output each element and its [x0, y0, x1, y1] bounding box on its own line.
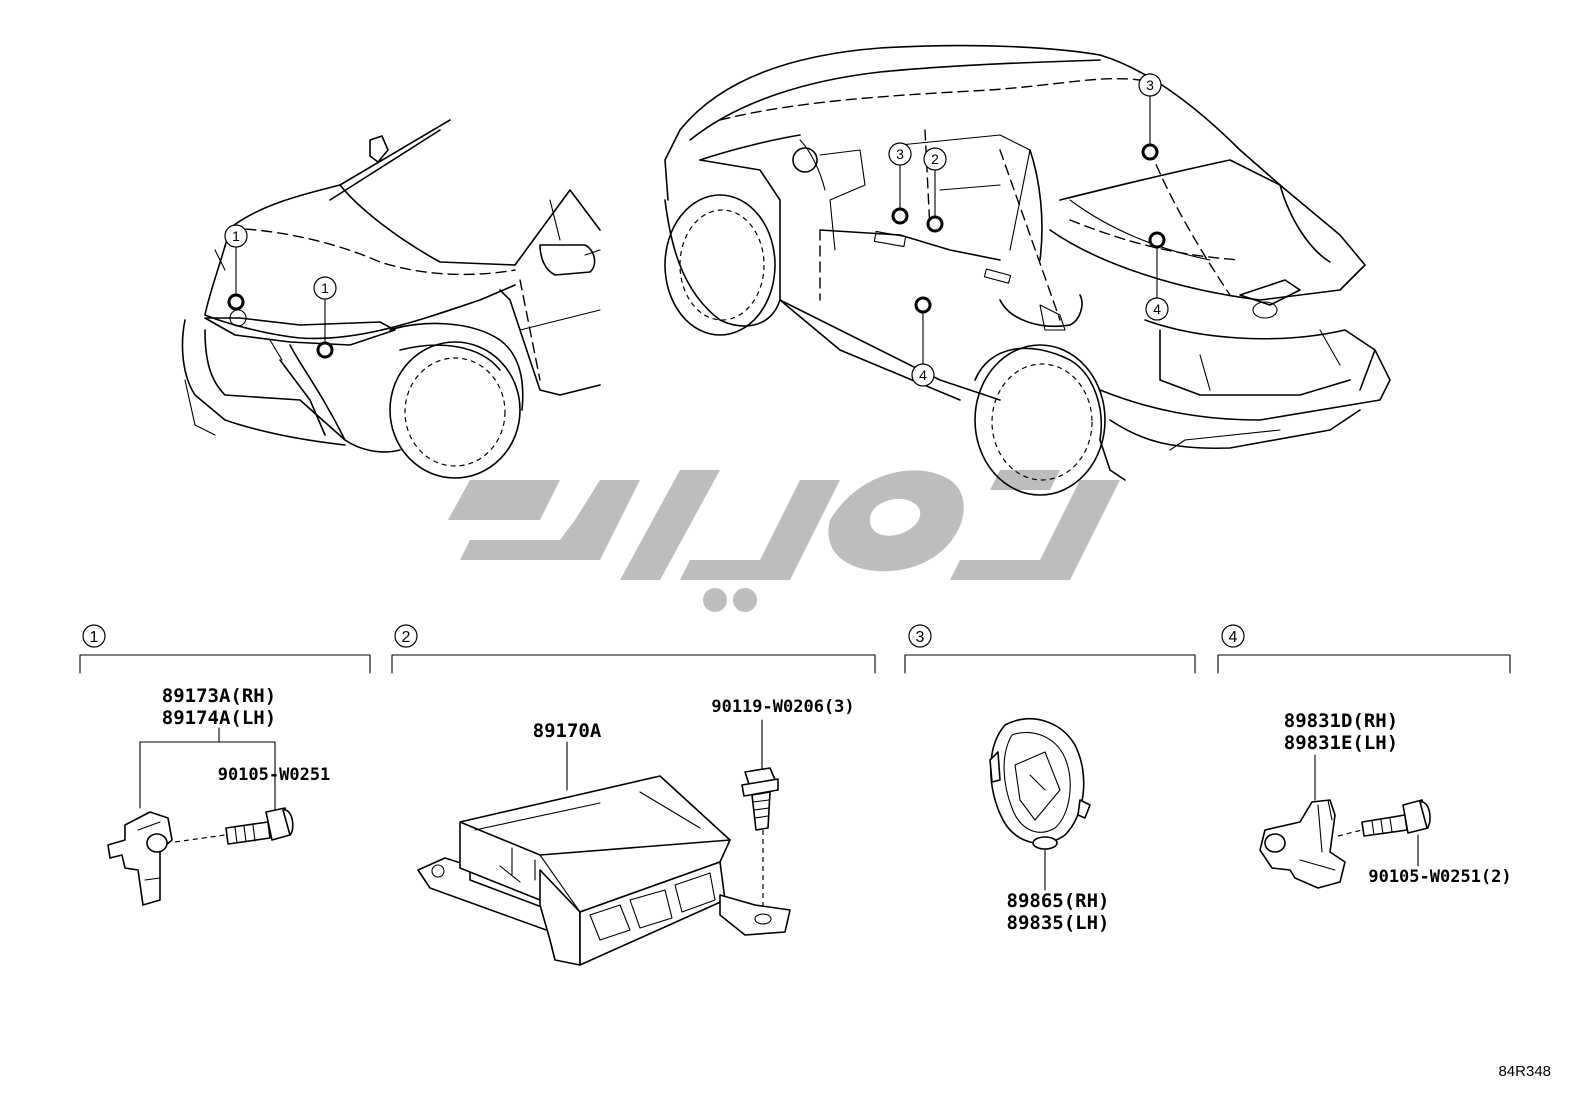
bolt-90119-W0206 [741, 767, 779, 831]
svg-text:3: 3 [896, 146, 904, 162]
part-89174A-label: 89174A(LH) [162, 707, 276, 729]
front-impact-sensor [107, 811, 173, 906]
rear-callout-2: 2 [923, 147, 947, 171]
svg-text:1: 1 [321, 280, 329, 296]
rear-callout-3b: 3 [1138, 73, 1162, 97]
bolt-90105-W0251 [225, 807, 294, 845]
part-89831E-label: 89831E(LH) [1284, 732, 1398, 754]
airbag-ecu [417, 775, 791, 966]
section-4: 4 89831D(RH) 89831E(LH) 90105-W0251(2) [1217, 624, 1512, 889]
section-4-number: 4 [1229, 629, 1238, 646]
section-1-number: 1 [90, 629, 99, 646]
side-airbag-sensor [989, 718, 1091, 850]
fastener-90119-W0206-label: 90119-W0206(3) [711, 697, 854, 717]
rear-impact-sensor [1259, 799, 1346, 889]
diagram-reference-code: 84R348 [1498, 1063, 1551, 1080]
fastener-90105-W0251-label: 90105-W0251 [218, 765, 331, 785]
rear-callout-3a: 3 [888, 142, 912, 166]
svg-text:4: 4 [919, 367, 927, 383]
svg-text:1: 1 [232, 228, 240, 244]
svg-text:3: 3 [1146, 77, 1154, 93]
section-2-number: 2 [402, 629, 411, 646]
part-89831D-label: 89831D(RH) [1284, 710, 1398, 732]
section-3-number: 3 [916, 629, 925, 646]
bolt-90105-W0251-2 [1361, 799, 1431, 837]
watermark-logo [448, 470, 1120, 612]
rear-view-car [664, 44, 1391, 496]
part-89170A-label: 89170A [533, 720, 602, 742]
front-callout-1a: 1 [224, 224, 248, 248]
part-89865-label: 89865(RH) [1007, 890, 1110, 912]
part-89835-label: 89835(LH) [1007, 912, 1110, 934]
rear-callout-4b: 4 [911, 363, 935, 387]
fastener-90105-W0251-2-label: 90105-W0251(2) [1368, 867, 1511, 887]
section-3: 3 89865(RH) 89835(LH) [904, 624, 1196, 934]
front-callout-1b: 1 [313, 276, 337, 300]
section-2: 2 89170A 90119-W0206(3) [391, 624, 876, 966]
svg-text:4: 4 [1153, 301, 1161, 317]
front-view-car [181, 119, 601, 479]
part-89173A-label: 89173A(RH) [162, 685, 276, 707]
svg-text:2: 2 [931, 151, 939, 167]
rear-callout-4a: 4 [1145, 297, 1169, 321]
section-1: 1 89173A(RH) 89174A(LH) 90105-W0251 [79, 624, 371, 906]
